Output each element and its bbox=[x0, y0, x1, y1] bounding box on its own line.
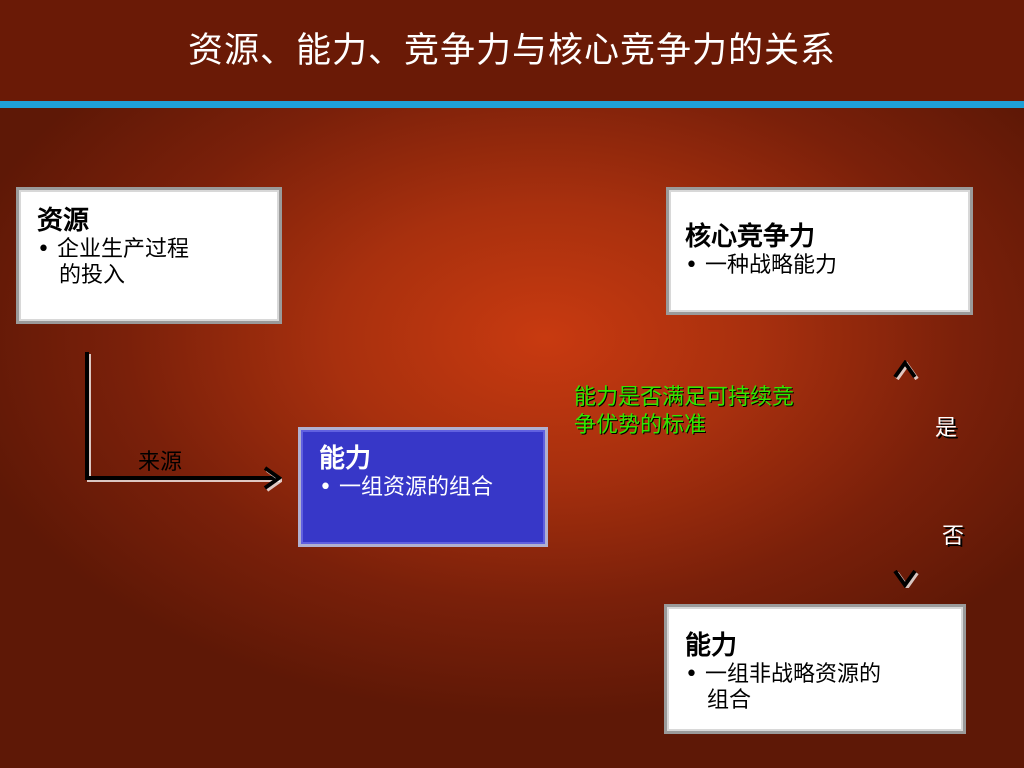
resources-item: • 企业生产过程 的投入 bbox=[37, 237, 279, 289]
non-strategic-item-line-1: • 一组非战略资源的 bbox=[685, 662, 881, 687]
no-label: 否 bbox=[942, 524, 965, 549]
criterion-label: 能力是否满足可持续竞 争优势的标准 bbox=[574, 384, 794, 440]
page-title: 资源、能力、竞争力与核心竞争力的关系 bbox=[187, 31, 836, 71]
title-bar: 资源、能力、竞争力与核心竞争力的关系 bbox=[0, 0, 1024, 101]
non-strategic-item: • 一组非战略资源的 组合 bbox=[685, 662, 963, 714]
non-strategic-item-line-2: 组合 bbox=[707, 688, 752, 713]
resources-item-line-2: 的投入 bbox=[59, 263, 126, 288]
criterion-line-1: 能力是否满足可持续竞 bbox=[574, 385, 795, 410]
resources-box: 资源 • 企业生产过程 的投入 bbox=[16, 187, 282, 324]
yes-arrowhead bbox=[893, 359, 917, 379]
non-strategic-capability-box: 能力 • 一组非战略资源的 组合 bbox=[664, 604, 966, 734]
no-arrowhead bbox=[893, 569, 917, 589]
criterion-line-2: 争优势的标准 bbox=[574, 413, 707, 438]
capability-box: 能力 • 一组资源的组合 bbox=[298, 427, 548, 547]
source-arrowhead bbox=[263, 466, 283, 490]
non-strategic-heading: 能力 bbox=[685, 631, 738, 661]
capability-heading: 能力 bbox=[319, 444, 372, 474]
capability-item: • 一组资源的组合 bbox=[319, 475, 493, 500]
title-divider bbox=[0, 101, 1024, 108]
source-label: 来源 bbox=[138, 450, 183, 475]
yes-label: 是 bbox=[935, 416, 958, 441]
source-connector bbox=[85, 352, 278, 480]
core-competence-box: 核心竞争力 • 一种战略能力 bbox=[666, 187, 973, 315]
core-competence-heading: 核心竞争力 bbox=[685, 222, 816, 252]
resources-heading: 资源 bbox=[37, 206, 90, 236]
core-competence-item: • 一种战略能力 bbox=[685, 253, 837, 278]
resources-item-line-1: • 企业生产过程 bbox=[37, 237, 189, 262]
